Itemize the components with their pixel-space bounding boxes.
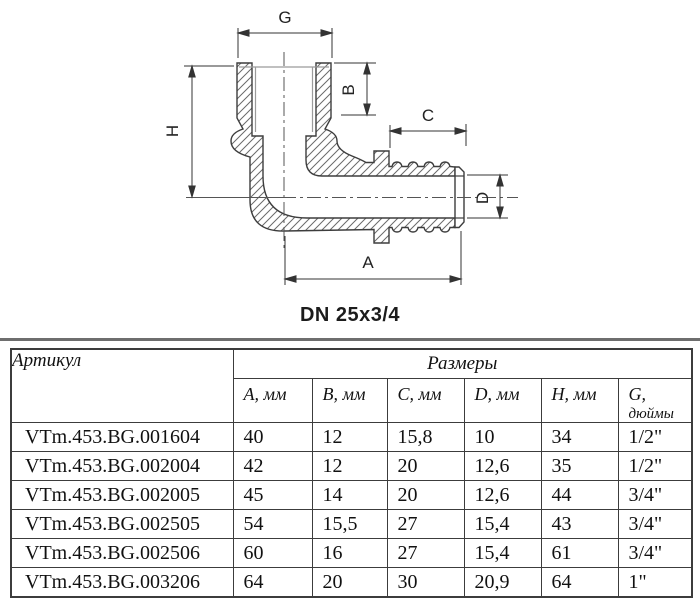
dimension-c: C: [388, 106, 468, 148]
dimension-h: H: [163, 64, 234, 199]
value-cell-b: 12: [311, 422, 388, 452]
fitting-section: [230, 62, 465, 244]
value-cell-a: 45: [232, 480, 313, 510]
value-cell-h: 43: [540, 509, 619, 539]
value-cell-g: 3/4": [617, 509, 693, 539]
value-cell-g: 3/4": [617, 480, 693, 510]
spec-table-wrap: Артикул Размеры A, мм B, мм C, мм D, мм …: [10, 348, 694, 598]
article-cell: VTm.453.BG.003206: [10, 567, 234, 598]
value-cell-g: 1": [617, 567, 693, 598]
col-header-a: A, мм: [232, 378, 313, 423]
header-row-1: Артикул Размеры: [10, 348, 693, 423]
value-cell-d: 12,6: [463, 451, 542, 481]
article-column-header: Артикул: [10, 348, 234, 423]
dim-label-g: G: [278, 8, 291, 27]
value-cell-c: 20: [386, 480, 465, 510]
col-header-d: D, мм: [463, 378, 542, 423]
col-header-b: B, мм: [311, 378, 388, 423]
technical-drawing: G H B: [163, 8, 518, 326]
col-header-h: H, мм: [540, 378, 619, 423]
value-cell-c: 27: [386, 538, 465, 568]
sizes-column-header: Размеры: [232, 348, 693, 379]
value-cell-a: 64: [232, 567, 313, 598]
value-cell-c: 27: [386, 509, 465, 539]
dim-label-c: C: [422, 106, 434, 125]
dim-label-a: A: [362, 253, 374, 272]
col-header-c: C, мм: [386, 378, 465, 423]
fitting-left-bottom-hatch: [230, 62, 456, 244]
value-cell-g: 1/2": [617, 451, 693, 481]
value-cell-b: 12: [311, 451, 388, 481]
value-cell-b: 16: [311, 538, 388, 568]
value-cell-a: 54: [232, 509, 313, 539]
dim-label-b: B: [339, 84, 358, 95]
spec-table: Артикул Размеры A, мм B, мм C, мм D, мм …: [10, 348, 694, 598]
col-header-g-symbol: G,: [628, 384, 647, 404]
value-cell-h: 34: [540, 422, 619, 452]
dimension-a: A: [283, 231, 463, 285]
value-cell-b: 20: [311, 567, 388, 598]
value-cell-h: 44: [540, 480, 619, 510]
value-cell-b: 14: [311, 480, 388, 510]
article-cell: VTm.453.BG.002505: [10, 509, 234, 539]
value-cell-g: 3/4": [617, 538, 693, 568]
thread-lines: [239, 66, 329, 132]
value-cell-g: 1/2": [617, 422, 693, 452]
value-cell-h: 61: [540, 538, 619, 568]
value-cell-d: 15,4: [463, 538, 542, 568]
value-cell-d: 10: [463, 422, 542, 452]
dim-label-d: D: [473, 192, 492, 204]
value-cell-c: 30: [386, 567, 465, 598]
centerlines: [186, 52, 518, 252]
value-cell-a: 60: [232, 538, 313, 568]
value-cell-d: 15,4: [463, 509, 542, 539]
elbow-fitting-drawing: G H B: [163, 8, 518, 326]
value-cell-h: 64: [540, 567, 619, 598]
fitting-right-top-hatch: [305, 62, 456, 177]
value-cell-h: 35: [540, 451, 619, 481]
dimensions: G H B: [163, 8, 508, 285]
section-separator-line: [0, 338, 700, 341]
dn-caption: DN 25x3/4: [300, 304, 400, 326]
value-cell-d: 20,9: [463, 567, 542, 598]
col-header-g-unit: дюймы: [628, 406, 674, 422]
article-cell: VTm.453.BG.002005: [10, 480, 234, 510]
value-cell-c: 15,8: [386, 422, 465, 452]
dimension-g: G: [236, 8, 334, 58]
article-cell: VTm.453.BG.001604: [10, 422, 234, 452]
dim-label-h: H: [163, 125, 182, 137]
dimension-d: D: [467, 173, 508, 220]
value-cell-b: 15,5: [311, 509, 388, 539]
value-cell-c: 20: [386, 451, 465, 481]
value-cell-a: 42: [232, 451, 313, 481]
value-cell-a: 40: [232, 422, 313, 452]
col-header-g: G, дюймы: [617, 378, 693, 423]
article-cell: VTm.453.BG.002004: [10, 451, 234, 481]
dimension-b: B: [334, 61, 376, 117]
article-cell: VTm.453.BG.002506: [10, 538, 234, 568]
value-cell-d: 12,6: [463, 480, 542, 510]
